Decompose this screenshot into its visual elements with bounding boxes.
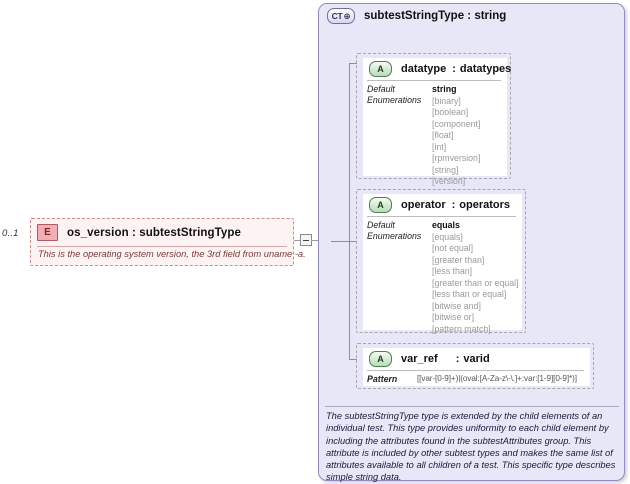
facet-values-operator: equals [equals] [not equal] [greater tha… bbox=[432, 220, 519, 335]
enum-item: [bitwise and] bbox=[432, 300, 481, 311]
enum-item: [less than or equal] bbox=[432, 289, 507, 299]
tree-connector-vertical bbox=[349, 63, 350, 359]
annotation-separator bbox=[325, 406, 619, 407]
facet-label-enumerations-operator: Enumerations bbox=[367, 231, 422, 241]
attribute-operator-separator-line bbox=[367, 216, 516, 217]
attribute-datatype-separator-line bbox=[367, 80, 501, 81]
attribute-datatype-separator: : bbox=[452, 63, 456, 75]
attribute-operator-name: operator bbox=[401, 199, 446, 211]
enum-item: [int] bbox=[432, 141, 447, 152]
tree-connector-branch-varref bbox=[349, 359, 357, 360]
attribute-operator-separator: : bbox=[451, 199, 456, 211]
enum-item: [greater than] bbox=[432, 254, 485, 265]
attribute-datatype-inner bbox=[363, 58, 507, 176]
enum-item: [less than] bbox=[432, 266, 473, 276]
tree-connector-inbound bbox=[331, 241, 350, 242]
attribute-operator-header: A operator : operators bbox=[363, 194, 528, 216]
complextype-icon-label: CT bbox=[331, 10, 343, 21]
enum-item: [rpmversion] bbox=[432, 153, 481, 163]
facet-values-datatype: string [binary] [boolean] [component] [f… bbox=[432, 84, 480, 188]
complextype-header: CT ⊕ subtestStringType : string bbox=[319, 4, 630, 28]
tree-connector-stub-datatype bbox=[349, 63, 357, 64]
enum-item: [boolean] bbox=[432, 107, 469, 117]
attribute-varref-type: varid bbox=[463, 353, 490, 365]
facet-label-pattern: Pattern bbox=[367, 374, 398, 384]
complextype-expand-icon[interactable]: CT ⊕ bbox=[327, 8, 355, 24]
attribute-operator-type: operators bbox=[459, 199, 511, 211]
attribute-varref-separator: : bbox=[455, 353, 460, 365]
enum-item: [binary] bbox=[432, 95, 461, 106]
enum-item: [float] bbox=[432, 130, 454, 140]
attribute-box-operator[interactable]: A operator : operators Default Enumerati… bbox=[356, 189, 528, 335]
attribute-icon: A bbox=[369, 61, 392, 77]
connector-line-left bbox=[294, 240, 301, 241]
facet-label-default-datatype: Default bbox=[367, 84, 395, 94]
element-title: os_version : subtestStringType bbox=[67, 226, 242, 239]
plus-icon: ⊕ bbox=[343, 10, 351, 21]
enum-item: [not equal] bbox=[432, 243, 474, 253]
attribute-box-var-ref[interactable]: A var_ref : varid Pattern [[var-[0-9]+)|… bbox=[356, 343, 594, 389]
enum-item: [version] bbox=[432, 176, 466, 186]
attribute-varref-name: var_ref bbox=[401, 353, 438, 365]
enum-item: [greater than or equal] bbox=[432, 277, 519, 288]
enum-item: [component] bbox=[432, 118, 481, 129]
complextype-box-subteststringtype[interactable]: CT ⊕ subtestStringType : string AG <Ref>… bbox=[318, 3, 625, 483]
enum-item: [bitwise or] bbox=[432, 312, 475, 322]
element-node-os-version[interactable]: E os_version : subtestStringType This is… bbox=[30, 218, 306, 266]
attribute-box-datatype[interactable]: A datatype : datatypes Default Enumerati… bbox=[356, 53, 513, 186]
annotation-text: The subtestStringType type is extended b… bbox=[326, 411, 616, 483]
facet-default-value-operator: equals bbox=[432, 220, 460, 230]
facet-default-value-datatype: string bbox=[432, 84, 457, 94]
enum-item: [pattern match] bbox=[432, 323, 491, 334]
complextype-title: subtestStringType : string bbox=[364, 10, 507, 22]
element-icon: E bbox=[37, 224, 58, 241]
attribute-datatype-type: datatypes bbox=[459, 63, 512, 75]
attribute-varref-header: A var_ref : varid bbox=[363, 348, 596, 370]
tree-connector-branch-operator bbox=[349, 241, 357, 242]
attribute-varref-inner bbox=[363, 348, 590, 386]
facet-label-default-operator: Default bbox=[367, 220, 395, 230]
facet-label-enumerations-datatype: Enumerations bbox=[367, 95, 422, 105]
element-header: E os_version : subtestStringType bbox=[31, 219, 299, 246]
attribute-icon: A bbox=[369, 197, 392, 213]
attribute-varref-separator-line bbox=[367, 370, 584, 371]
facet-pattern-value: [[var-[0-9]+)|(oval:[A-Za-z\-\.]+:var:[1… bbox=[417, 374, 577, 383]
cardinality-label: 0..1 bbox=[2, 228, 19, 239]
enum-item: [equals] bbox=[432, 231, 463, 242]
attribute-datatype-header: A datatype : datatypes bbox=[363, 58, 513, 80]
enum-item: [string] bbox=[432, 164, 459, 175]
attribute-datatype-name: datatype bbox=[401, 63, 447, 75]
attribute-icon: A bbox=[369, 351, 392, 367]
element-documentation: This is the operating system version, th… bbox=[38, 249, 306, 259]
element-separator bbox=[37, 246, 287, 247]
